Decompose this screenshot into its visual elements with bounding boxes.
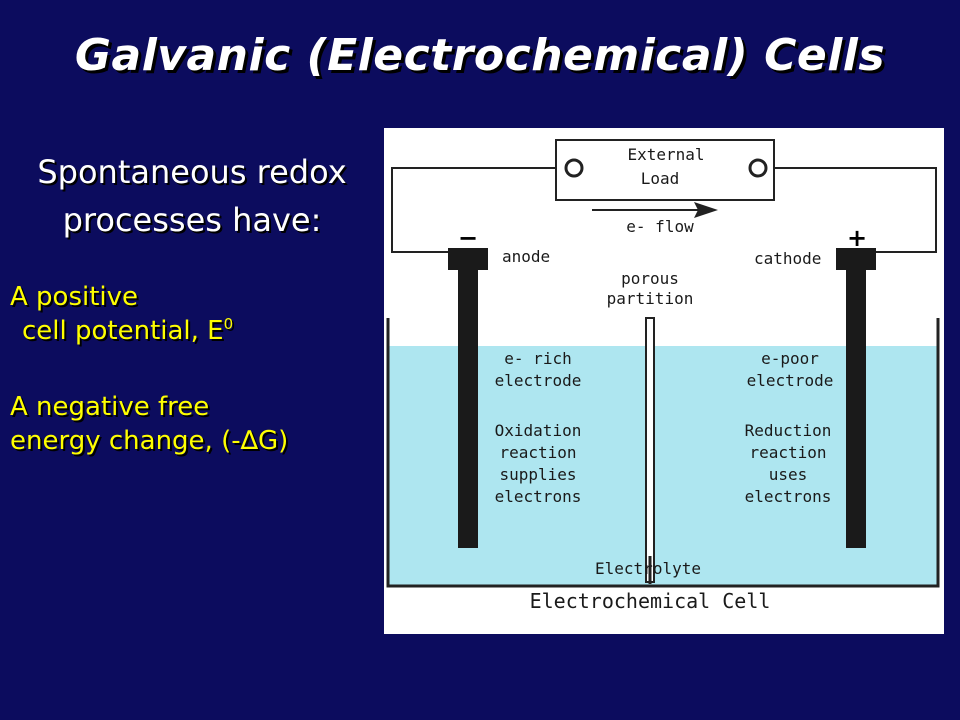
electron-flow-arrowhead [694,202,718,218]
anode-text-line: e- rich [504,349,571,368]
external-wire [391,167,937,253]
intro-line-1: Spontaneous redox [37,153,347,191]
load-label-line-1: External [627,145,704,164]
anode-text-line: reaction [499,443,576,462]
point-1-superscript: 0 [223,315,234,333]
electron-flow-label: e- flow [626,217,694,236]
cathode-text-line: Reduction [745,421,832,440]
anode-rod [458,270,478,548]
cathode-text-line: uses [769,465,808,484]
external-load-box [555,139,775,201]
anode-description: e- rich electrode Oxidation reaction sup… [495,349,582,506]
diagram-caption: Electrochemical Cell [530,589,771,613]
anode-text-line: supplies [499,465,576,484]
cathode-label: cathode [754,249,821,268]
partition-label-line-1: porous [621,269,679,288]
anode-cap [448,248,488,270]
electrolyte-label: Electrolyte [595,559,701,578]
cell-diagram-svg: External Load e- flow − anode + cathode … [386,139,940,613]
point-2-line-1: A negative free [10,392,210,422]
cathode-description: e-poor electrode Reduction reaction uses… [745,349,834,506]
cathode-text-line: e-poor [761,349,819,368]
beaker-outline [386,318,940,588]
intro-text: Spontaneous redox processes have: [0,148,384,244]
electrochemical-cell-diagram: External Load e- flow − anode + cathode … [384,128,944,634]
point-negative-free-energy: A negative free energy change, (-∆G) [10,390,382,458]
load-terminal-right [748,158,768,178]
load-terminal-left [564,158,584,178]
point-1-line-2: cell potential, E0 [10,314,382,348]
cathode-cap [836,248,876,270]
anode-text-line: electrons [495,487,582,506]
anode-text-line: Oxidation [495,421,582,440]
anode-label: anode [502,247,550,266]
anode-minus-sign: − [458,224,478,252]
cathode-text-line: electrode [747,371,834,390]
porous-partition [645,317,655,583]
point-2-line-2: energy change, (-∆G) [10,426,289,456]
cathode-rod [846,270,866,548]
slide-title: Galvanic (Electrochemical) Cells [74,30,886,81]
cathode-plus-sign: + [847,224,867,252]
point-positive-potential: A positive cell potential, E0 [10,280,382,348]
load-label-line-2: Load [641,169,680,188]
cathode-text-line: reaction [749,443,826,462]
intro-line-2: processes have: [62,201,322,239]
cathode-text-line: electrons [745,487,832,506]
point-1-text: cell potential, E [22,316,224,346]
anode-text-line: electrode [495,371,582,390]
point-1-line-1: A positive [10,282,139,312]
partition-label-line-2: partition [607,289,694,308]
